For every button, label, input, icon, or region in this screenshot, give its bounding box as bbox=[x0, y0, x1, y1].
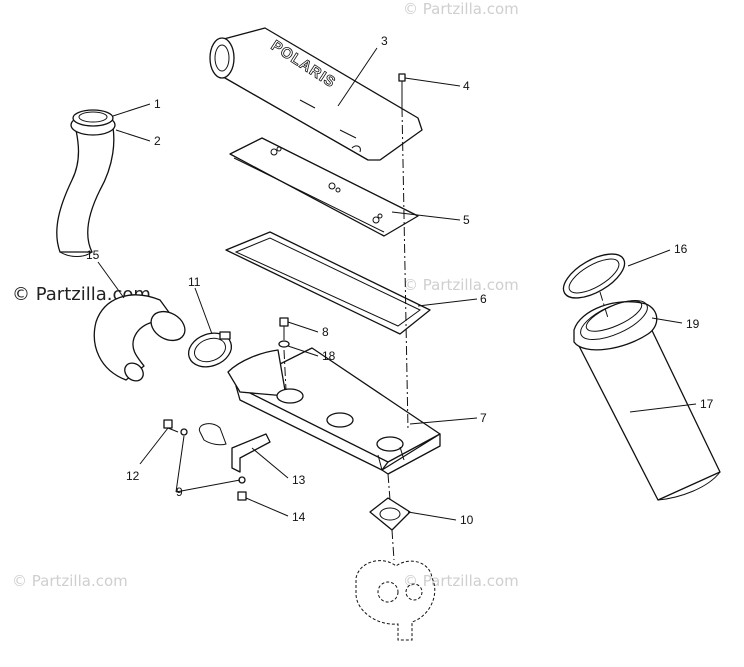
callout-10: 10 bbox=[460, 513, 474, 527]
callout-4: 4 bbox=[463, 79, 470, 93]
alignment-line-right bbox=[401, 107, 409, 431]
elbow-duct bbox=[93, 294, 186, 382]
flange bbox=[369, 497, 411, 531]
leader-lines bbox=[97, 47, 697, 521]
callout-17: 17 bbox=[700, 397, 714, 411]
gasket bbox=[225, 231, 431, 335]
callout-14: 14 bbox=[292, 510, 306, 524]
screw-part-8 bbox=[279, 317, 289, 340]
callout-19: 19 bbox=[686, 317, 700, 331]
callout-7: 7 bbox=[480, 411, 487, 425]
carburetor bbox=[355, 560, 436, 641]
watermark-top: © Partzilla.com bbox=[403, 0, 519, 18]
alignment-line-snorkel bbox=[599, 291, 609, 319]
oval-clamp bbox=[573, 300, 658, 351]
callout-18: 18 bbox=[322, 349, 336, 363]
oval-seal bbox=[562, 253, 626, 299]
airbox-cover: POLARIS bbox=[209, 27, 423, 161]
airbox-base bbox=[227, 347, 441, 475]
callout-8: 8 bbox=[322, 325, 329, 339]
callout-16: 16 bbox=[674, 242, 688, 256]
callout-11: 11 bbox=[188, 275, 201, 289]
callout-2: 2 bbox=[154, 134, 161, 148]
filter-plate bbox=[229, 137, 419, 237]
callout-3: 3 bbox=[381, 34, 388, 48]
callout-12: 12 bbox=[126, 469, 140, 483]
watermark-middle: © Partzilla.com bbox=[403, 276, 519, 294]
callout-6: 6 bbox=[480, 292, 487, 306]
screw-part-4 bbox=[398, 73, 406, 108]
callout-15: 15 bbox=[86, 248, 100, 262]
watermark-bottom-center: © Partzilla.com bbox=[403, 572, 519, 590]
callout-5: 5 bbox=[463, 213, 470, 227]
watermark-bottom-left: © Partzilla.com bbox=[12, 572, 128, 590]
tube-ring-1 bbox=[70, 109, 116, 136]
callout-13: 13 bbox=[292, 473, 306, 487]
alignment-line-carb bbox=[387, 473, 395, 561]
washer-part-18 bbox=[278, 340, 290, 348]
callout-9: 9 bbox=[176, 485, 183, 499]
alignment-line-center bbox=[283, 349, 287, 391]
intake-tube bbox=[56, 121, 115, 257]
callout-1: 1 bbox=[154, 97, 161, 111]
hose-clamp bbox=[187, 331, 233, 368]
bracket bbox=[198, 423, 271, 473]
screw-part-14 bbox=[237, 491, 247, 501]
